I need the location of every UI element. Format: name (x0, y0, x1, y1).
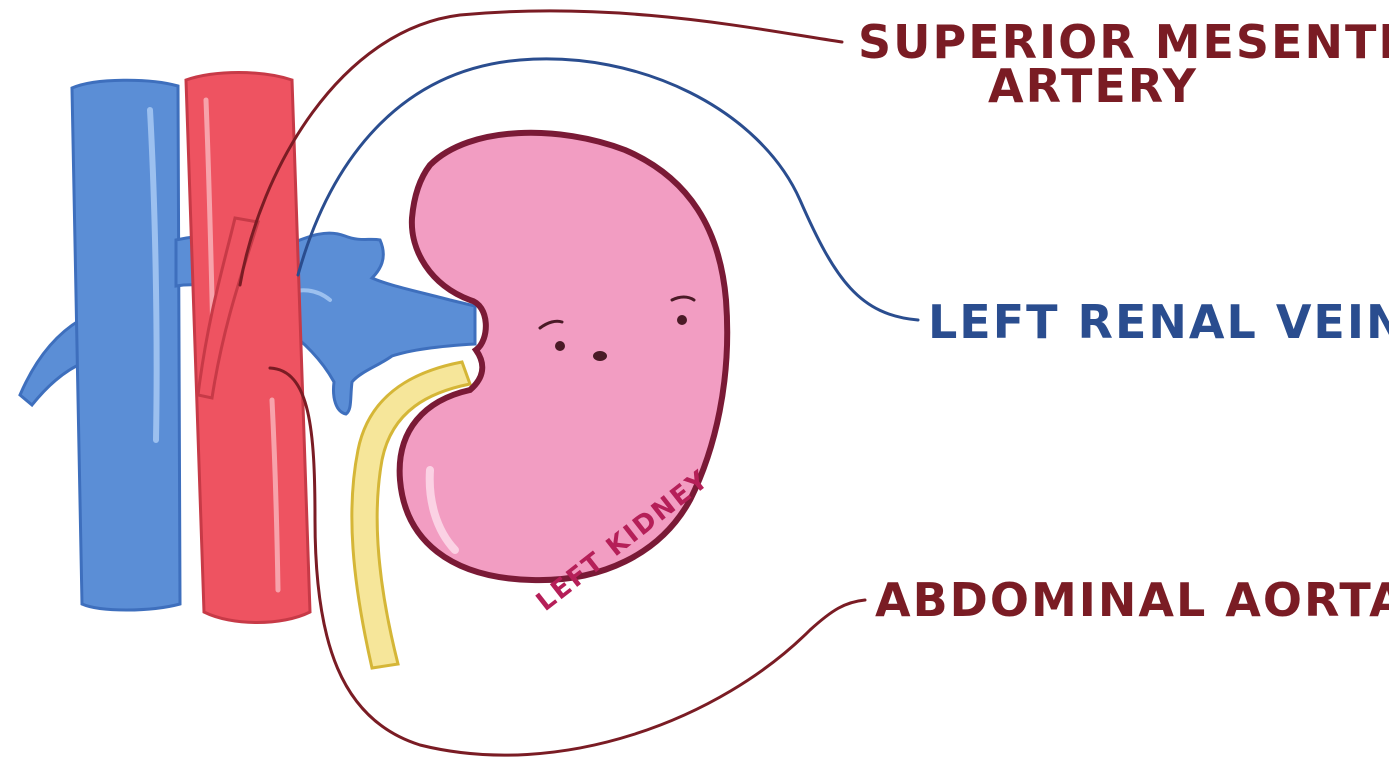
inferior-vena-cava (20, 80, 180, 610)
superior-mesenteric-artery-label-line2: ARTERY (988, 59, 1198, 113)
kidney-right-eye-icon (677, 315, 687, 325)
vena-cava-trunk (72, 80, 180, 610)
abdominal-aorta-label: ABDOMINAL AORTA (875, 573, 1389, 627)
left-renal-vein-label: LEFT RENAL VEIN (928, 295, 1389, 349)
kidney-mouth-icon (593, 351, 607, 361)
abdominal-aorta (186, 73, 310, 623)
kidney-left-eye-icon (555, 341, 565, 351)
